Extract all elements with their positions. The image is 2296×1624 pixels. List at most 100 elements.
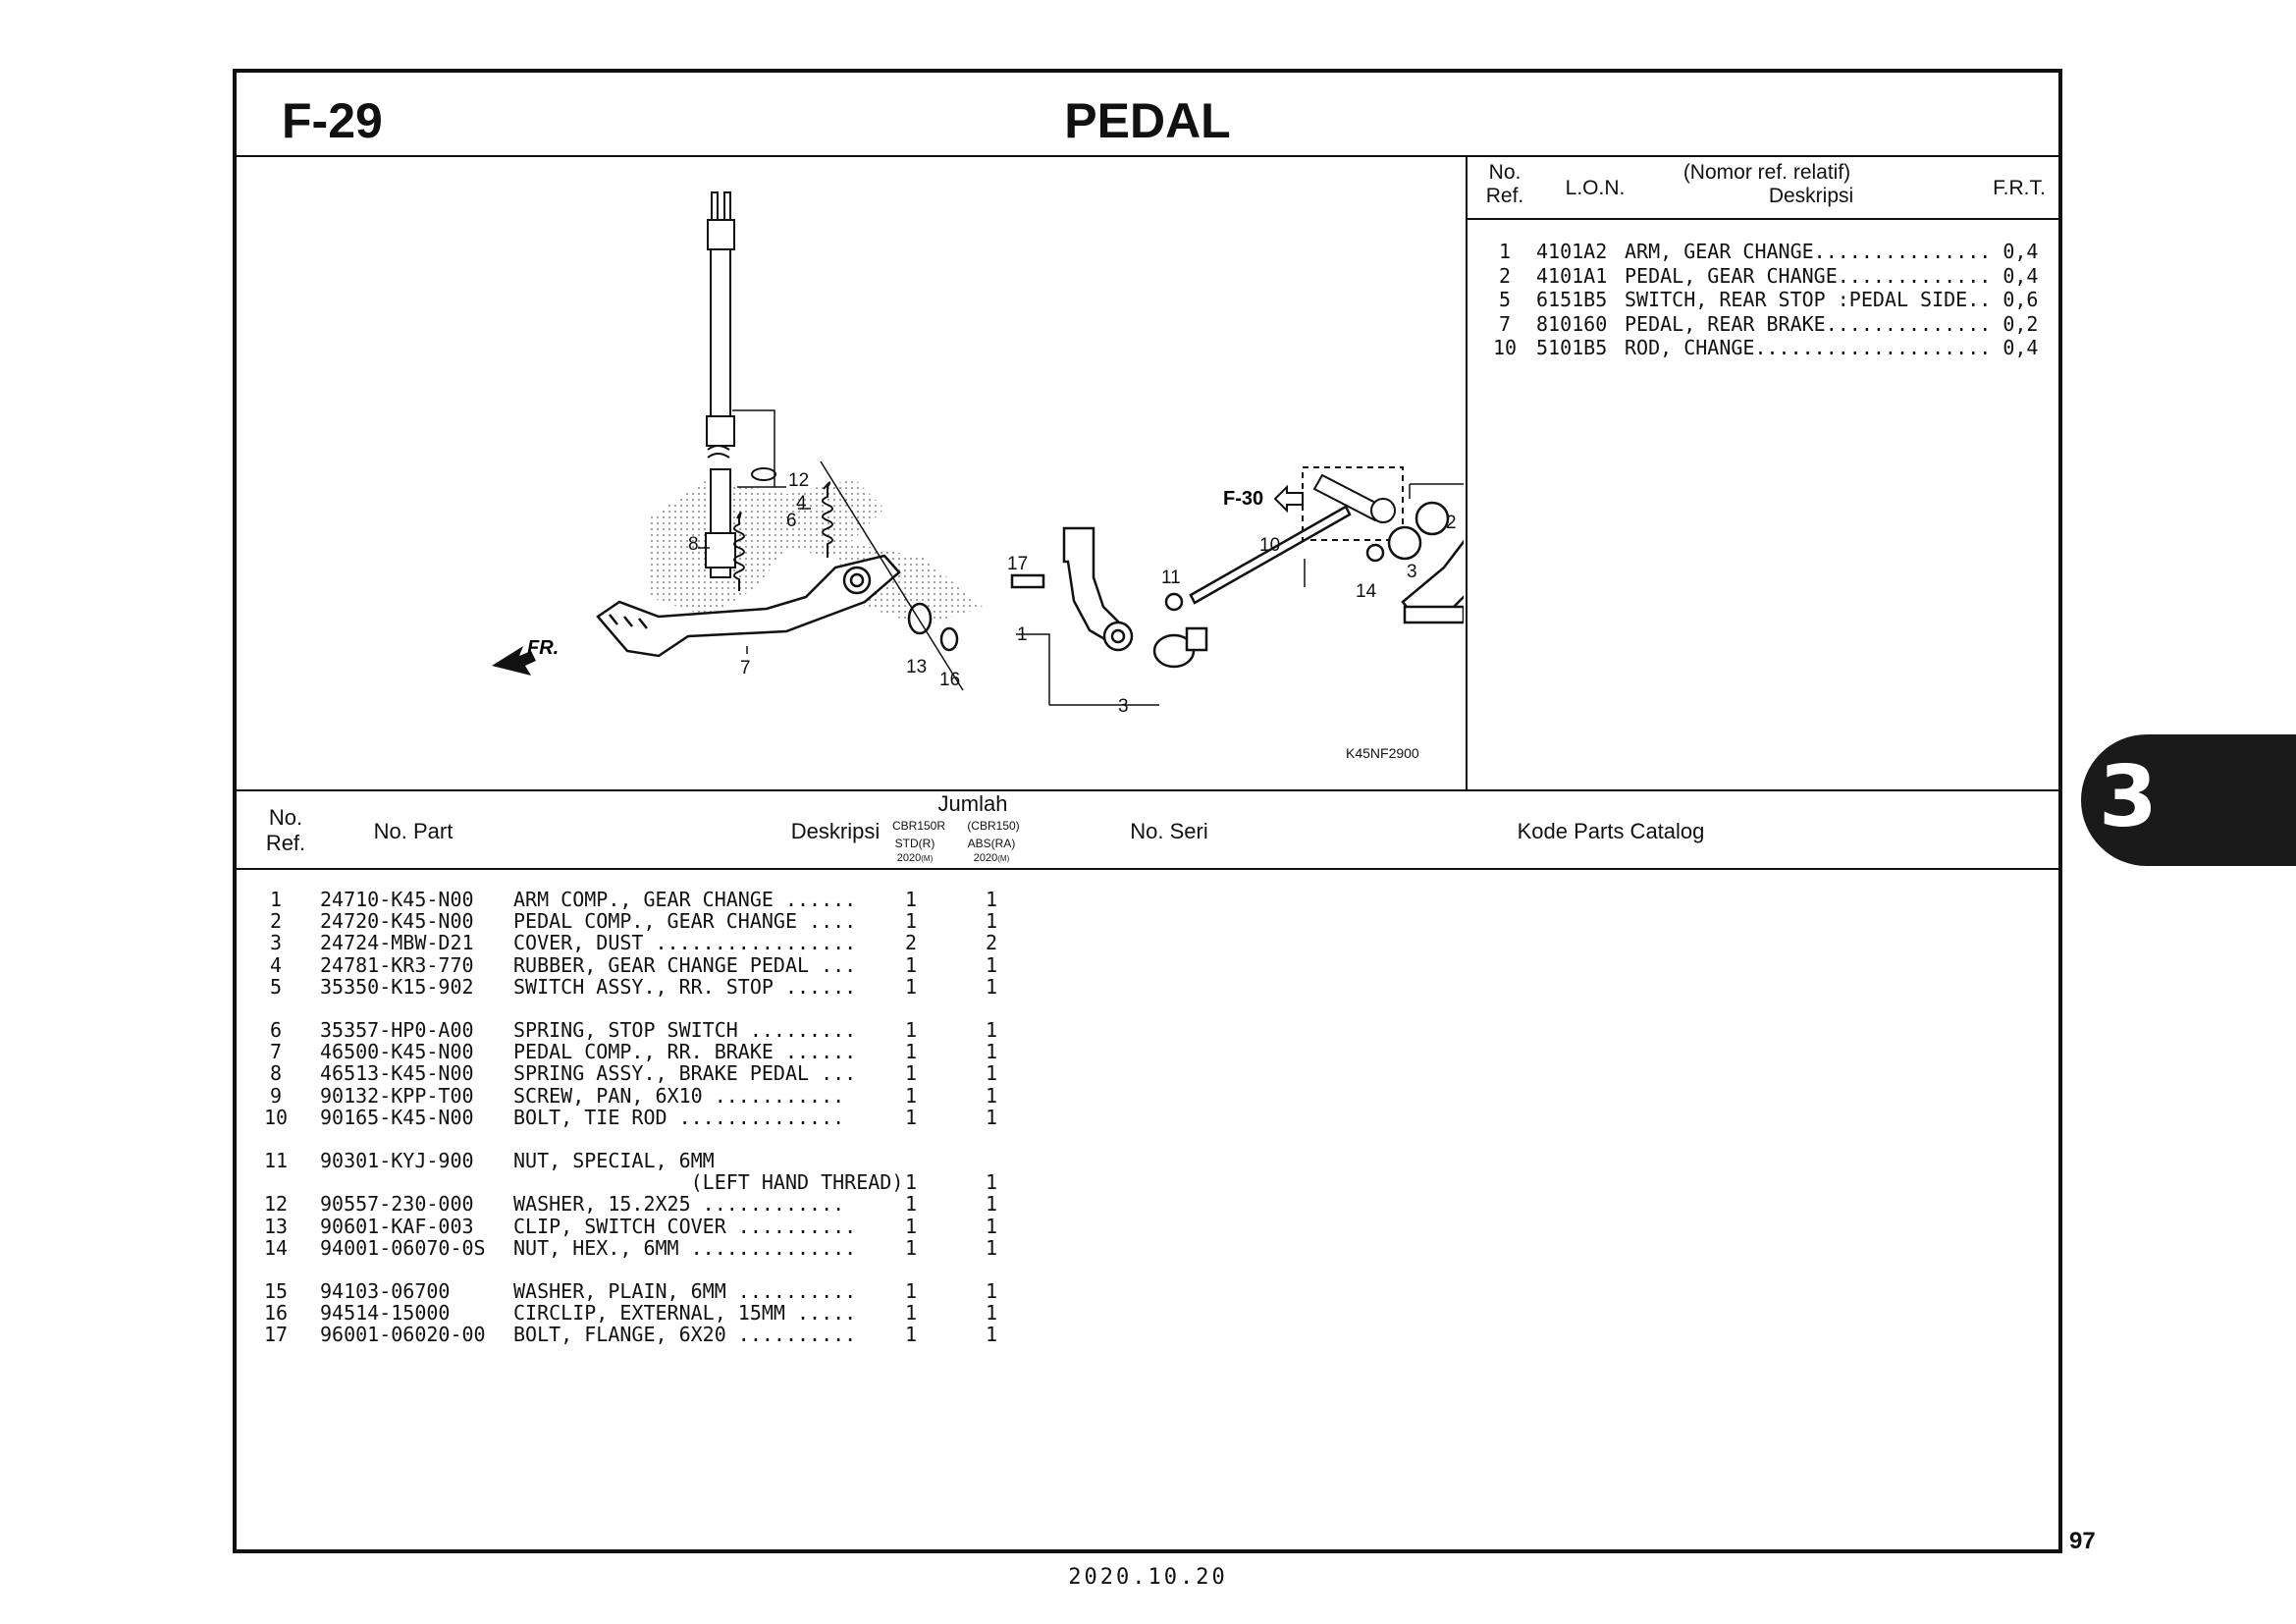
parts-qty-std: 1 <box>904 1301 918 1326</box>
figure-code: F-29 <box>282 93 383 148</box>
parts-qty-abs: 1 <box>985 974 998 999</box>
parts-qty-std: 2 <box>904 931 918 955</box>
parts-ref: 14 <box>263 1235 289 1260</box>
parts-table-header: No. Ref. No. Part Deskripsi Jumlah CBR15… <box>237 789 2058 870</box>
parts-part-number: 46513-K45-N00 <box>320 1061 474 1086</box>
page-frame: F-29 PEDAL <box>233 69 2062 1553</box>
frt-desc: ROD, CHANGE.................... 0,4 <box>1625 336 2039 359</box>
parts-ref: 17 <box>263 1323 289 1347</box>
parts-description: SPRING, STOP SWITCH ......... <box>513 1018 857 1042</box>
front-arrow-icon: FR. <box>492 637 559 676</box>
parts-part-number: 24720-K45-N00 <box>320 909 474 934</box>
parts-part-number: 24710-K45-N00 <box>320 888 474 911</box>
leader-lines <box>698 409 1596 706</box>
parts-part-number: 90301-KYJ-900 <box>320 1149 474 1172</box>
parts-qty-abs: 1 <box>985 1235 998 1260</box>
frt-ref: 2 <box>1498 263 1512 288</box>
tie-rod-drawing <box>1164 505 1352 612</box>
section-tab: 3 <box>2081 734 2296 866</box>
parts-qty-abs: 1 <box>985 1083 998 1108</box>
parts-ref: 12 <box>263 1192 289 1217</box>
frt-ref: 5 <box>1498 288 1512 311</box>
exploded-diagram: FR. F-30 <box>237 155 1603 789</box>
callout-1: 1 <box>1017 624 1028 645</box>
parts-part-number: 35357-HP0-A00 <box>320 1018 474 1042</box>
parts-description: WASHER, PLAIN, 6MM .......... <box>513 1279 857 1303</box>
parts-header-year-std: 2020(M) <box>896 852 934 864</box>
frt-desc: SWITCH, REAR STOP :PEDAL SIDE.. 0,6 <box>1625 288 2039 311</box>
parts-ref: 4 <box>269 952 283 977</box>
parts-ref: 2 <box>269 909 283 934</box>
parts-qty-abs: 1 <box>985 1040 998 1064</box>
parts-qty-abs: 1 <box>985 1061 998 1086</box>
rear-brake-pedal-drawing <box>596 554 901 658</box>
parts-qty-std: 1 <box>904 1192 918 1217</box>
parts-description: RUBBER, GEAR CHANGE PEDAL ... <box>513 952 857 977</box>
parts-header-model-abs: (CBR150) <box>967 819 1020 833</box>
parts-qty-std: 1 <box>904 1214 918 1238</box>
parts-description: BOLT, FLANGE, 6X20 .......... <box>513 1323 857 1347</box>
parts-qty-std: 1 <box>904 974 918 999</box>
parts-ref: 15 <box>263 1279 289 1303</box>
callout-13: 12 <box>788 470 809 491</box>
parts-part-number: 94001-06070-0S <box>320 1235 486 1260</box>
parts-header-catalog: Kode Parts Catalog <box>1517 819 1705 843</box>
frt-header-frt: F.R.T. <box>1993 177 2046 199</box>
parts-ref: 10 <box>263 1105 289 1129</box>
frt-table-header: No. Ref. L.O.N. (Nomor ref. relatif) Des… <box>1468 155 2058 220</box>
f30-reference: F-30 <box>1223 466 1404 541</box>
frt-ref: 7 <box>1498 311 1512 336</box>
frt-ref: 10 <box>1492 336 1518 359</box>
parts-qty-abs: 1 <box>985 1301 998 1326</box>
frt-lon: 6151B5 <box>1536 288 1608 311</box>
parts-qty-abs: 1 <box>985 1214 998 1238</box>
parts-ref: 5 <box>269 974 283 999</box>
callout-17: 17 <box>1007 554 1028 574</box>
parts-ref: 8 <box>269 1061 283 1086</box>
callout-10: 10 <box>1259 535 1280 556</box>
parts-header-serial: No. Seri <box>1130 819 1208 843</box>
parts-row: 7 46500-K45-N00 PEDAL COMP., RR. BRAKE ...… <box>237 1040 2058 1064</box>
callout-8: 8 <box>688 534 699 555</box>
parts-qty-std: 1 <box>904 1083 918 1108</box>
parts-part-number: 46500-K45-N00 <box>320 1040 474 1064</box>
parts-qty-std: 1 <box>904 1235 918 1260</box>
callout-7: 7 <box>740 658 751 678</box>
parts-ref: 7 <box>269 1040 283 1064</box>
parts-description: BOLT, TIE ROD .............. <box>513 1105 845 1129</box>
circlip-drawing <box>939 626 959 652</box>
parts-description: SWITCH ASSY., RR. STOP ...... <box>513 974 857 999</box>
parts-ref: 1 <box>269 888 283 911</box>
parts-part-number: 90601-KAF-003 <box>320 1214 474 1238</box>
parts-header-variant-std: STD(R) <box>894 837 935 850</box>
parts-header-year-abs: 2020(M) <box>973 852 1010 864</box>
parts-qty-abs: 1 <box>985 1323 998 1347</box>
front-label: FR. <box>527 637 559 659</box>
callout-5: 4 <box>796 493 807 514</box>
parts-description: PEDAL COMP., RR. BRAKE ...... <box>513 1040 857 1064</box>
parts-part-number: 90165-K45-N00 <box>320 1105 474 1129</box>
frt-table: No. Ref. L.O.N. (Nomor ref. relatif) Des… <box>1468 155 2058 789</box>
parts-part-number: 94103-06700 <box>320 1279 451 1303</box>
gear-change-arm-drawing <box>1010 526 1208 669</box>
frt-lon: 4101A2 <box>1536 240 1608 263</box>
parts-qty-std: 1 <box>904 952 918 977</box>
parts-qty-abs: 1 <box>985 1170 998 1195</box>
frt-desc: PEDAL, GEAR CHANGE............. 0,4 <box>1625 263 2039 288</box>
parts-description: (LEFT HAND THREAD) <box>513 1170 904 1195</box>
callout-11: 11 <box>1161 568 1181 588</box>
parts-part-number: 90557-230-000 <box>320 1192 474 1217</box>
